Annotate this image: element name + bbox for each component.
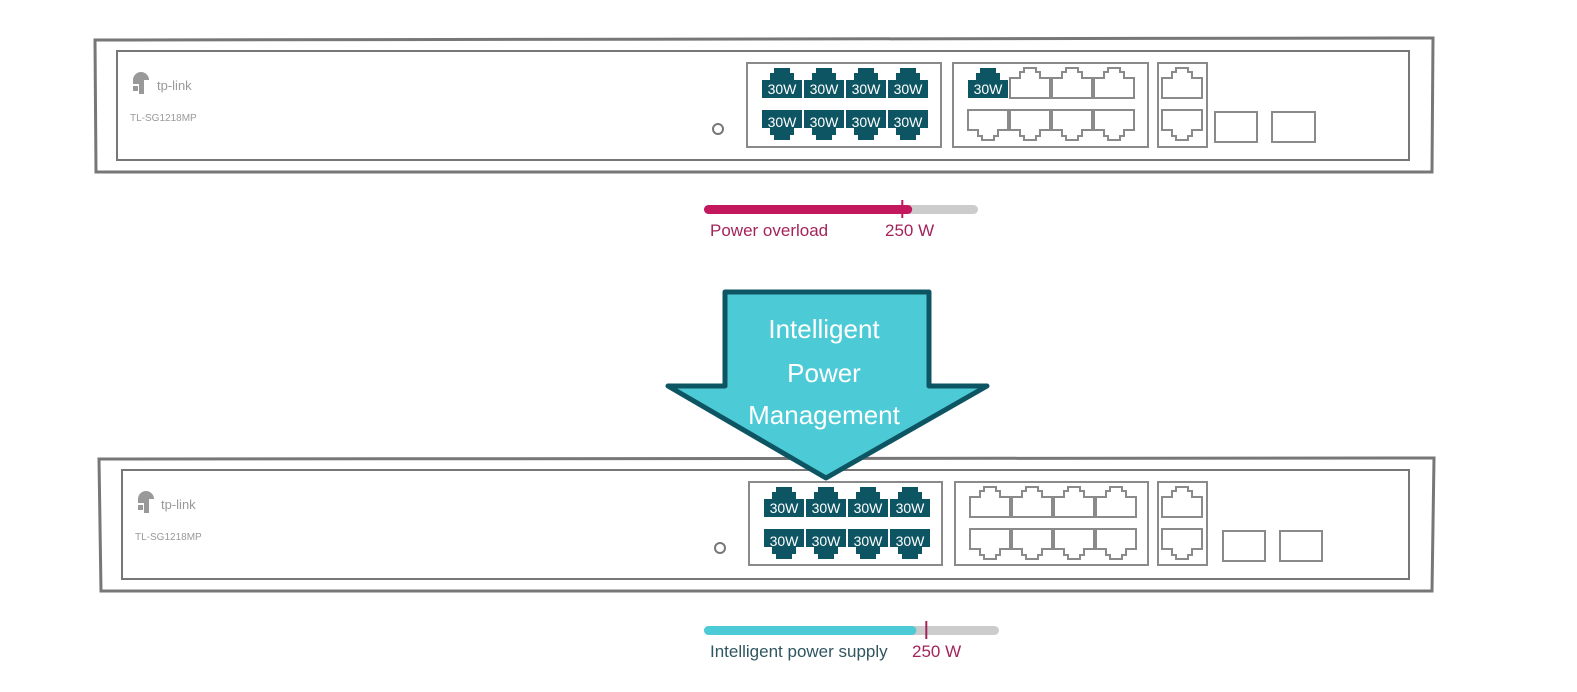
switch-bottom-port-group-1 xyxy=(748,481,943,566)
ethernet-port-icon xyxy=(1093,67,1135,99)
ethernet-port-icon: 30W xyxy=(888,110,928,140)
poe-port-label: 30W xyxy=(812,500,842,516)
tp-link-logo-icon xyxy=(138,491,154,513)
poe-port-label: 30W xyxy=(896,500,926,516)
ethernet-port-icon: 30W xyxy=(804,68,844,98)
ethernet-port-icon: 30W xyxy=(890,487,930,517)
poe-port-label: 30W xyxy=(894,81,924,97)
switch-top-sfp-2 xyxy=(1271,111,1316,143)
intelligent-power-management-arrow: Intelligent Power Management xyxy=(665,289,990,481)
ethernet-port-icon: 30W xyxy=(846,110,886,140)
ethernet-port-icon xyxy=(1093,109,1135,141)
ethernet-port-icon: 30W xyxy=(890,529,930,559)
arrow-shape xyxy=(665,289,990,481)
ethernet-port-icon xyxy=(1095,528,1137,560)
bar-limit-marker xyxy=(901,200,904,218)
poe-port-label: 30W xyxy=(852,81,882,97)
ethernet-port-icon xyxy=(1051,109,1093,141)
ethernet-port-icon: 30W xyxy=(762,68,802,98)
switch-bottom-port-group-3 xyxy=(1157,481,1208,566)
ethernet-port-icon xyxy=(1095,486,1137,518)
ethernet-port-icon xyxy=(1053,486,1095,518)
bar-limit-marker xyxy=(925,621,928,639)
poe-port-label: 30W xyxy=(974,81,1004,97)
switch-top-led xyxy=(712,123,724,135)
ethernet-port-icon xyxy=(1009,67,1051,99)
bar-label: Power overload xyxy=(710,221,828,240)
poe-port-label: 30W xyxy=(768,114,798,130)
poe-port-label: 30W xyxy=(770,533,800,549)
switch-bottom-brand: tp-link xyxy=(161,497,196,512)
switch-top-port-group-3 xyxy=(1157,62,1208,148)
ethernet-port-icon xyxy=(1161,109,1203,141)
switch-bottom-faceplate xyxy=(121,469,1410,580)
switch-bottom-ports: 30W 30W 30W 30W 30W 30W 30W 30W xyxy=(764,486,1203,560)
switch-bottom-sfp-2 xyxy=(1279,530,1323,562)
ethernet-port-icon xyxy=(1009,109,1051,141)
ethernet-port-icon xyxy=(1011,528,1053,560)
ethernet-port-icon xyxy=(1161,528,1203,560)
ethernet-port-icon xyxy=(1161,486,1203,518)
arrow-text-line-1: Intelligent xyxy=(768,314,880,344)
power-bar-overload: Power overload 250 W xyxy=(704,200,978,240)
ethernet-port-icon xyxy=(1053,528,1095,560)
ethernet-port-icon xyxy=(969,528,1011,560)
ethernet-port-icon: 30W xyxy=(804,110,844,140)
ethernet-port-icon: 30W xyxy=(848,487,888,517)
bar-fill xyxy=(704,205,913,214)
ethernet-port-icon: 30W xyxy=(848,529,888,559)
switch-top-sfp-1 xyxy=(1214,111,1258,143)
tp-link-logo-icon xyxy=(133,72,149,94)
switch-top-port-group-1 xyxy=(746,62,942,148)
poe-port-label: 30W xyxy=(854,533,884,549)
switch-top-port-group-2 xyxy=(952,62,1149,148)
switch-bottom-sfp-1 xyxy=(1222,530,1266,562)
poe-port-label: 30W xyxy=(852,114,882,130)
ethernet-port-icon xyxy=(967,109,1009,141)
switch-top-faceplate xyxy=(116,50,1410,161)
bar-limit-label: 250 W xyxy=(885,221,934,240)
ethernet-port-icon xyxy=(1051,67,1093,99)
switch-top-ports: 30W 30W 30W 30W 30W 30W 30W 30W 30W xyxy=(762,67,1203,141)
switch-bottom-model: TL-SG1218MP xyxy=(135,532,202,543)
ethernet-port-icon xyxy=(969,486,1011,518)
switch-bottom-chassis xyxy=(97,456,1436,593)
poe-port-label: 30W xyxy=(810,114,840,130)
ethernet-port-icon xyxy=(1011,486,1053,518)
ethernet-port-icon: 30W xyxy=(888,68,928,98)
poe-port-label: 30W xyxy=(894,114,924,130)
power-bar-intelligent: Intelligent power supply 250 W xyxy=(704,621,999,661)
ethernet-port-icon: 30W xyxy=(846,68,886,98)
switch-top-chassis xyxy=(93,36,1435,174)
poe-port-label: 30W xyxy=(768,81,798,97)
poe-port-label: 30W xyxy=(896,533,926,549)
poe-port-label: 30W xyxy=(770,500,800,516)
switch-bottom-led xyxy=(714,542,726,554)
switch-top-model: TL-SG1218MP xyxy=(130,113,197,124)
ethernet-port-icon xyxy=(1161,67,1203,99)
poe-port-label: 30W xyxy=(810,81,840,97)
ethernet-port-icon: 30W xyxy=(764,487,804,517)
ethernet-port-icon: 30W xyxy=(968,68,1008,98)
ethernet-port-icon: 30W xyxy=(806,529,846,559)
ethernet-port-icon: 30W xyxy=(764,529,804,559)
arrow-text-line-2: Power xyxy=(787,358,861,388)
bar-label: Intelligent power supply xyxy=(710,642,888,661)
switch-bottom-port-group-2 xyxy=(954,481,1149,566)
bar-limit-label: 250 W xyxy=(912,642,961,661)
switch-top-brand: tp-link xyxy=(157,78,192,93)
bar-fill xyxy=(704,626,917,635)
poe-port-label: 30W xyxy=(812,533,842,549)
ethernet-port-icon: 30W xyxy=(806,487,846,517)
poe-port-label: 30W xyxy=(854,500,884,516)
arrow-text-line-3: Management xyxy=(748,400,901,430)
ethernet-port-icon: 30W xyxy=(762,110,802,140)
